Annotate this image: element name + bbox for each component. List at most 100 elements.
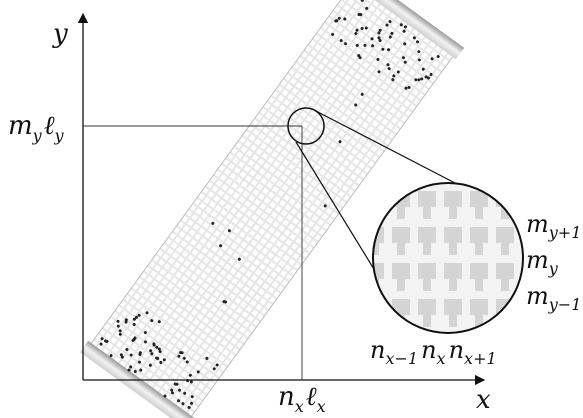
lattice-cell (496, 227, 514, 243)
lattice-cell (470, 191, 488, 207)
site-dot (355, 28, 359, 32)
site-dot (190, 401, 194, 405)
site-dot (364, 26, 368, 30)
site-dot (138, 353, 142, 357)
site-dot (143, 340, 147, 344)
site-dot (407, 85, 411, 89)
site-dot (119, 353, 123, 357)
site-dot (387, 67, 391, 71)
site-dot (359, 13, 363, 17)
site-dot (143, 331, 147, 335)
ribbon-end-cap-lower (79, 340, 195, 418)
site-dot (124, 320, 128, 324)
site-dot (132, 317, 136, 321)
site-dot (417, 58, 421, 62)
lattice-cell (373, 299, 384, 315)
lattice-bond (397, 279, 405, 291)
site-dot (139, 368, 143, 372)
site-dot (388, 20, 392, 24)
site-dot (129, 353, 133, 357)
site-dot (155, 356, 159, 360)
site-dot (396, 70, 400, 74)
site-dot (323, 204, 327, 208)
site-dot (377, 70, 381, 74)
site-dot (173, 382, 177, 386)
site-dot (124, 318, 128, 322)
lattice-cell (418, 299, 436, 315)
lattice-cell (392, 227, 410, 243)
lattice-cell (418, 263, 436, 279)
lattice-bond (397, 207, 405, 219)
lattice-cell (392, 263, 410, 279)
site-dot (188, 373, 192, 377)
lattice-cell (418, 227, 436, 243)
site-dot (344, 42, 348, 46)
site-dot (134, 315, 138, 319)
site-dot (170, 391, 174, 395)
lattice-bond (501, 243, 509, 255)
site-dot (219, 244, 223, 248)
lattice-bond (527, 315, 535, 327)
site-dot (118, 332, 122, 336)
site-dot (377, 31, 381, 35)
x-axis-label: x (476, 385, 491, 415)
row-label-upper: my+1 (526, 210, 581, 242)
site-dot (360, 92, 364, 96)
site-dot (178, 388, 182, 392)
site-dot (354, 103, 358, 107)
site-dot (120, 355, 124, 359)
site-dot (162, 358, 166, 362)
site-dot (132, 322, 136, 326)
lattice-bond (475, 243, 483, 255)
site-dot (215, 363, 219, 367)
site-dot (378, 28, 382, 32)
site-dot (354, 32, 358, 36)
site-dot (401, 56, 405, 60)
site-dot (129, 365, 133, 369)
lattice-bond (397, 387, 405, 399)
lattice-bond (449, 207, 457, 219)
lattice-cell (470, 263, 488, 279)
site-dot (222, 300, 226, 304)
row-label-middle: my (526, 246, 559, 278)
lattice-cell (496, 371, 514, 387)
lattice-bond (373, 243, 379, 255)
ribbon-end-cap-upper (349, 0, 465, 60)
site-dot (338, 140, 342, 144)
site-dot (155, 345, 159, 349)
site-dot (385, 23, 389, 27)
lattice-bond (449, 387, 457, 399)
lattice-bond (449, 279, 457, 291)
site-dot (137, 360, 141, 364)
site-dot (403, 25, 407, 29)
zoom-line-top (313, 109, 456, 184)
site-dot (104, 339, 108, 343)
site-dot (152, 342, 156, 346)
site-dot (127, 368, 131, 372)
site-dot (381, 47, 385, 51)
site-dot (118, 329, 122, 333)
site-dot (148, 363, 152, 367)
site-dot (371, 44, 375, 48)
site-dot (159, 361, 163, 365)
site-dot (163, 394, 167, 398)
lattice-bond (475, 315, 483, 327)
lattice-bond (527, 387, 535, 399)
site-dot (376, 57, 380, 61)
lattice-bond (501, 279, 509, 291)
site-dot (187, 406, 191, 410)
site-dot (157, 320, 161, 324)
lattice-cell (444, 227, 462, 243)
site-dot (196, 370, 200, 374)
site-dot (436, 55, 440, 59)
site-dot (116, 324, 120, 328)
lattice-cell (366, 371, 384, 387)
site-dot (157, 347, 161, 351)
site-dot (424, 75, 428, 79)
lattice-bond (397, 243, 405, 255)
site-dot (360, 27, 364, 31)
site-dot (170, 388, 174, 392)
site-dot (179, 351, 183, 355)
lattice-bond (423, 315, 431, 327)
